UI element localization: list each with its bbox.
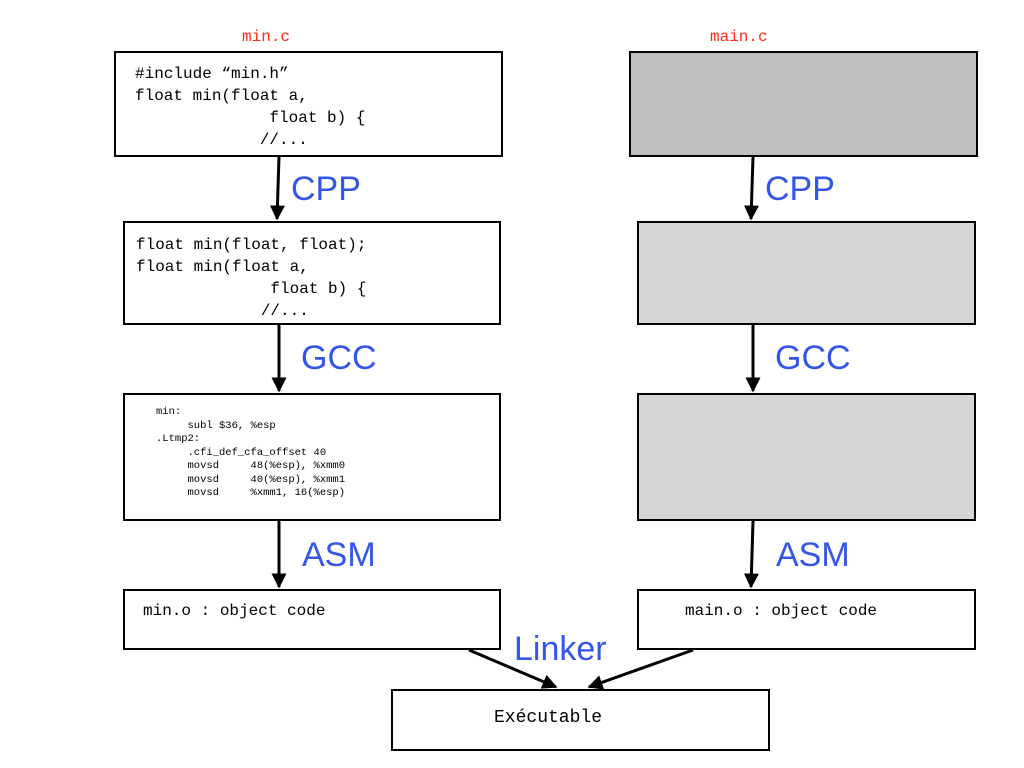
code-line: float min(float a, <box>136 258 309 276</box>
code-line: float b) { <box>135 109 366 127</box>
right-source-box <box>629 51 978 157</box>
left-file-label: min.c <box>242 28 291 46</box>
arrow-right-cpp <box>743 156 759 221</box>
left-source-code: #include “min.h” float min(float a, floa… <box>135 63 365 151</box>
code-line: .Ltmp2: <box>156 433 201 445</box>
code-line: .cfi_def_cfa_offset 40 <box>156 446 327 459</box>
right-preprocessed-box <box>637 221 976 325</box>
right-object-box: main.o : object code <box>637 589 976 650</box>
code-line: //... <box>136 302 309 320</box>
left-asm-box: min: subl $36, %esp .Ltmp2: .cfi_def_cfa… <box>123 393 501 521</box>
arrow-link-right <box>587 648 694 690</box>
left-object-box: min.o : object code <box>123 589 501 650</box>
left-asm-code: min: subl $36, %esp .Ltmp2: .cfi_def_cfa… <box>156 406 345 501</box>
arrow-right-asm <box>743 520 759 589</box>
asm-label-left: ASM <box>302 536 376 574</box>
asm-label-right: ASM <box>776 536 850 574</box>
code-line: #include “min.h” <box>135 65 289 83</box>
left-preprocessed-code: float min(float, float); float min(float… <box>136 234 366 322</box>
code-line: movsd 40(%esp), %xmm1 <box>156 473 346 486</box>
code-line: float min(float, float); <box>136 236 367 254</box>
cpp-label-left: CPP <box>291 170 361 208</box>
arrow-left-cpp <box>269 156 285 221</box>
cpp-label-right: CPP <box>765 170 835 208</box>
left-source-box: #include “min.h” float min(float a, floa… <box>114 51 503 157</box>
right-object-label: main.o : object code <box>685 602 878 620</box>
gcc-label-left: GCC <box>301 339 377 377</box>
code-line: min: <box>156 406 182 418</box>
left-preprocessed-box: float min(float, float); float min(float… <box>123 221 501 325</box>
gcc-label-right: GCC <box>775 339 851 377</box>
executable-box: Exécutable <box>391 689 770 751</box>
code-line: float min(float a, <box>135 87 308 105</box>
code-line: subl $36, %esp <box>156 419 276 432</box>
right-asm-box <box>637 393 976 521</box>
linker-label: Linker <box>514 630 607 668</box>
arrow-link-left <box>468 648 558 689</box>
left-object-label: min.o : object code <box>143 602 326 620</box>
code-line: //... <box>135 131 308 149</box>
code-line: float b) { <box>136 280 367 298</box>
code-line: movsd %xmm1, 16(%esp) <box>156 487 346 499</box>
code-line: movsd 48(%esp), %xmm0 <box>156 460 346 472</box>
right-file-label: main.c <box>710 28 768 46</box>
executable-label: Exécutable <box>494 708 603 728</box>
